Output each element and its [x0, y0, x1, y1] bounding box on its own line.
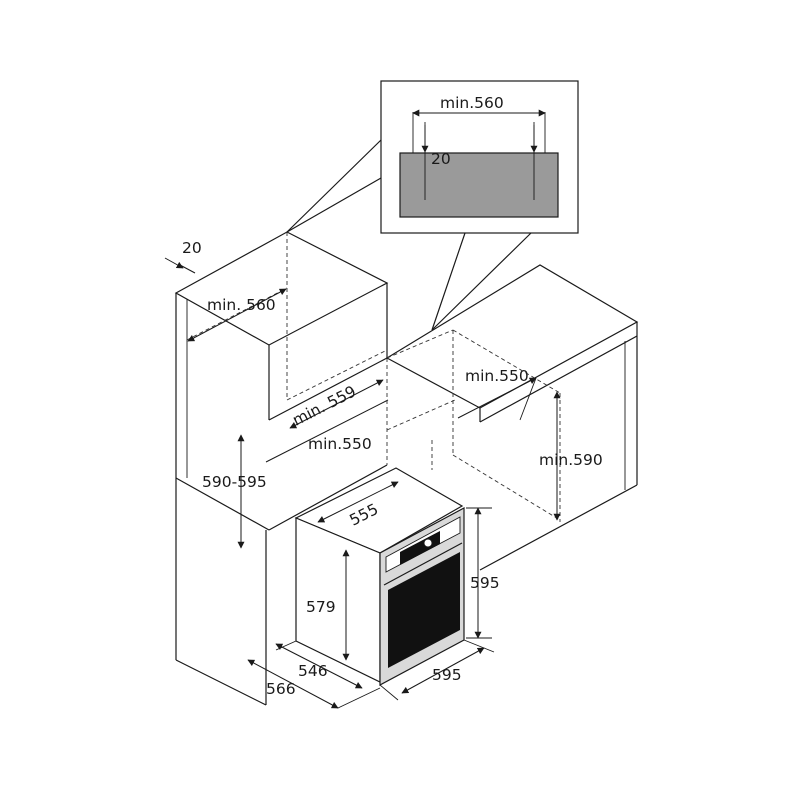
cab-dim-560-label: min. 560: [207, 296, 276, 314]
counter-hidden-mid: [386, 399, 456, 431]
oven-dim-595h-label: 595: [470, 574, 500, 592]
oven-dim-555-line: [317, 481, 399, 523]
cab-dim-560-line: [187, 288, 287, 342]
oven-handle: [383, 542, 463, 586]
oven-door-glass: [388, 552, 460, 668]
oven-dim-566-line: [247, 659, 339, 709]
cab-dim-height-label: 590-595: [202, 473, 267, 491]
counter-top-face: [385, 264, 639, 409]
oven-dim-595w-tick-left: [379, 684, 399, 701]
oven-dimensions: 555 579 595 595 546 566: [247, 481, 500, 709]
cab-dim-20-tick: [179, 264, 196, 274]
inset-dim-20-label: 20: [431, 150, 451, 168]
upper-cabinet-base-left: [175, 477, 270, 531]
counter-dimensions: min.550 min.590: [457, 367, 603, 521]
lower-unit-base: [175, 659, 267, 706]
cab-dim-559-line: [289, 379, 384, 429]
oven-dim-566-tick: [337, 687, 381, 709]
upper-cabinet-hidden-back: [286, 349, 388, 401]
inset-leader-left: [286, 139, 382, 233]
cab-dim-550-line: [265, 399, 389, 463]
cab-dim-20-label: 20: [182, 239, 202, 257]
counter-base: [479, 484, 638, 571]
oven-dim-595w-label: 595: [432, 666, 462, 684]
counter-dim-550-tick: [519, 377, 537, 421]
cab-dim-559-label: min. 559: [290, 382, 359, 429]
oven-dim-595w-tick-right: [463, 639, 495, 653]
oven-dim-595w-line: [401, 647, 485, 694]
inset-dim-560-label: min.560: [440, 94, 504, 112]
oven-dim-546-tick: [275, 640, 297, 651]
counter-hidden-top-left: [386, 329, 454, 359]
oven-dim-566-label: 566: [266, 680, 296, 698]
counter-top-front-lower: [479, 335, 638, 423]
oven: [294, 467, 465, 687]
inset-leader-left-lower: [286, 177, 382, 233]
cab-dim-550-label: min.550: [308, 435, 372, 453]
inset-leader-right-inner: [431, 232, 466, 331]
inset-leader-right: [431, 232, 532, 331]
oven-dim-546-label: 546: [298, 662, 328, 680]
upper-cabinet-top: [174, 231, 389, 346]
oven-knob-icon: [423, 538, 433, 548]
inset-niche: [399, 152, 559, 218]
counter-dim-550-line: [457, 377, 537, 419]
counter-dim-590-label: min.590: [539, 451, 603, 469]
inset-detail: min.560 20: [380, 80, 579, 234]
inset-frame: [380, 80, 579, 234]
cab-dim-20-arrow: [164, 257, 184, 269]
oven-dim-579-label: 579: [306, 598, 336, 616]
counter-dim-550-label: min.550: [465, 367, 529, 385]
